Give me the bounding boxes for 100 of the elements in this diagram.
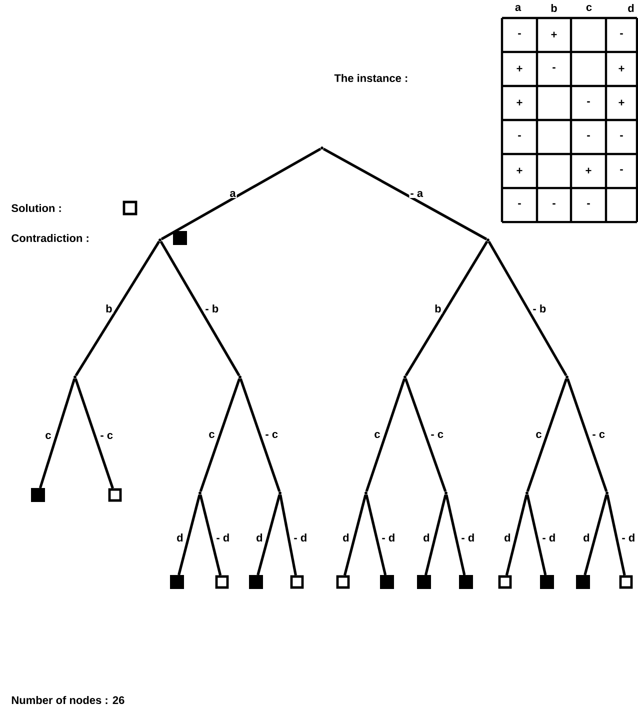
branch-line <box>160 148 322 240</box>
branch-line <box>445 494 466 576</box>
branch-point <box>320 146 324 150</box>
branch-line <box>424 494 447 576</box>
instance-label: The instance : <box>334 74 408 82</box>
branch-line <box>365 494 387 576</box>
contradiction-square <box>417 575 431 589</box>
table-cell: - <box>552 203 556 205</box>
solution-square <box>619 575 633 589</box>
table-cell: - <box>620 169 623 171</box>
edge-label: c <box>534 431 543 440</box>
table-cell: + <box>618 100 624 106</box>
branch-line <box>606 494 626 576</box>
branch-line <box>160 240 240 376</box>
legend-label: Contradiction : <box>12 234 88 242</box>
edge-label: - c <box>99 432 114 440</box>
edge-label: c <box>44 432 52 440</box>
solution-square <box>215 575 229 589</box>
branch-line <box>74 378 114 489</box>
edge-label: d <box>176 532 184 543</box>
edge-label: a <box>228 190 237 198</box>
branch-point <box>486 238 490 242</box>
branch-point <box>404 376 406 378</box>
branch-line <box>343 494 367 576</box>
branch-line <box>404 240 488 376</box>
table-cell: - <box>518 33 521 35</box>
solution-square <box>498 575 512 589</box>
legend-label: Solution : <box>12 204 61 212</box>
table-cell: + <box>551 32 557 38</box>
table-cell: - <box>587 203 590 205</box>
table-cell: - <box>518 135 521 137</box>
edge-label: - c <box>264 431 280 440</box>
edge-label: - d <box>215 532 231 543</box>
branch-line <box>239 378 281 492</box>
edge-label: d <box>582 532 591 543</box>
edge-label: d <box>503 532 512 543</box>
table-cell: + <box>586 168 592 174</box>
branch-point <box>74 376 76 378</box>
table-cell: + <box>516 100 522 106</box>
branch-line <box>256 494 281 576</box>
branch-point <box>278 492 282 494</box>
edge-label: - a <box>409 190 424 198</box>
edge-label: b <box>104 303 114 314</box>
branch-line <box>322 148 488 240</box>
solution-square <box>336 575 350 589</box>
branch-line <box>199 494 222 576</box>
branch-line <box>505 494 528 576</box>
contradiction-square <box>380 575 394 589</box>
column-header: c <box>586 5 592 12</box>
branch-line <box>199 378 241 492</box>
edge-label: d <box>342 532 350 543</box>
branch-point <box>526 492 528 494</box>
solution-square <box>290 575 304 589</box>
branch-point <box>364 492 368 494</box>
edge-label: - d <box>620 532 636 543</box>
edge-label: - d <box>460 532 476 543</box>
table-cell: - <box>620 135 623 137</box>
branch-line <box>365 378 406 492</box>
edge-label: d <box>255 532 264 543</box>
contradiction-square <box>459 575 473 589</box>
branch-line <box>178 494 201 576</box>
edge-label: - d <box>380 532 396 543</box>
edge-label: c <box>208 431 216 440</box>
table-cell: - <box>552 67 556 69</box>
branch-point <box>566 376 568 378</box>
table-cell: + <box>618 66 624 72</box>
edge-label: c <box>373 431 382 440</box>
table-cell: + <box>516 168 522 174</box>
branch-point <box>238 376 242 378</box>
contradiction-square <box>170 575 184 589</box>
branch-line <box>279 494 297 576</box>
branch-line <box>74 240 160 376</box>
contradiction-square <box>576 575 590 589</box>
column-header: a <box>515 5 522 12</box>
edge-label: b <box>434 303 442 314</box>
table-cell: - <box>587 101 590 103</box>
edge-label: - b <box>204 303 220 314</box>
branch-point <box>198 492 202 494</box>
branch-point <box>444 492 448 494</box>
table-cell: - <box>620 33 623 35</box>
branch-line <box>526 378 568 492</box>
edge-label: - d <box>541 532 557 543</box>
table-cell: + <box>516 66 522 72</box>
edge-label: - c <box>591 431 606 440</box>
node-count: Number of nodes : 26 <box>12 696 124 704</box>
branch-line <box>566 378 608 492</box>
solution-square <box>108 488 122 502</box>
branch-line <box>488 240 568 376</box>
column-header: d <box>628 4 634 12</box>
table-cell: - <box>587 135 590 137</box>
edge-label: - c <box>430 431 445 440</box>
edge-label: - d <box>292 532 308 543</box>
branch-point <box>158 238 162 242</box>
column-header: b <box>551 4 557 12</box>
edge-label: d <box>422 532 431 543</box>
branch-line <box>38 378 76 488</box>
branch-line <box>584 494 608 576</box>
branch-line <box>526 494 547 576</box>
edge-label: - b <box>532 303 548 314</box>
contradiction-square <box>540 575 554 589</box>
